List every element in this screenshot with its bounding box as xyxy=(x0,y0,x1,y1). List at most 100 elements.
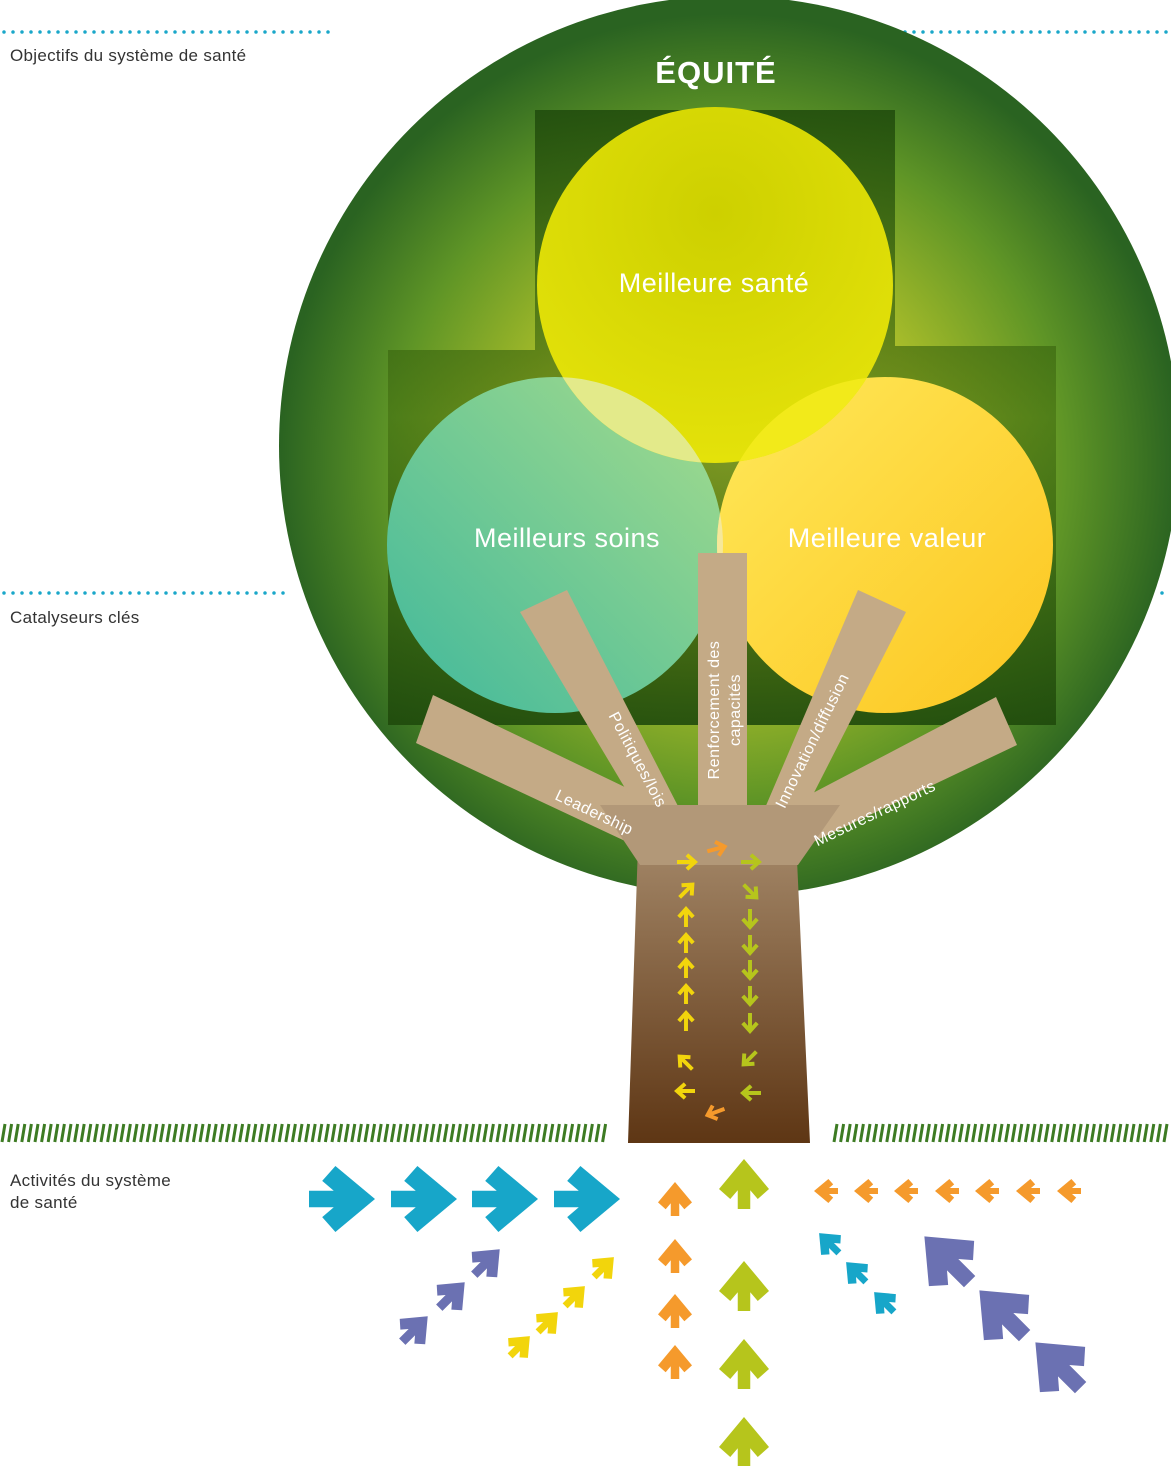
ground-hatch-mark xyxy=(1142,1123,1149,1143)
arrow-icon xyxy=(658,1345,692,1379)
ground-hatch-mark xyxy=(561,1123,568,1143)
ground-hatch-mark xyxy=(172,1123,179,1143)
ground-hatch-mark xyxy=(13,1123,20,1143)
ground-hatch-mark xyxy=(924,1123,931,1143)
tree-trunk xyxy=(628,832,810,1143)
arrow-icon xyxy=(591,1257,614,1280)
ground-hatch-mark xyxy=(449,1123,456,1143)
chevron-arrow-icon xyxy=(677,853,698,871)
branch-leadership xyxy=(416,695,652,848)
ground-hatch-mark xyxy=(112,1123,119,1143)
ground-hatch-mark xyxy=(1089,1123,1096,1143)
ground-hatch-mark xyxy=(568,1123,575,1143)
ground-hatch-mark xyxy=(376,1123,383,1143)
ground-hatch-mark xyxy=(1136,1123,1143,1143)
chevron-arrow-icon xyxy=(677,1010,695,1031)
ground-hatch-mark xyxy=(218,1123,225,1143)
arrow-icon xyxy=(719,1417,769,1466)
arrow-icon xyxy=(562,1286,585,1309)
section-label-goals: Objectifs du système de santé xyxy=(10,46,247,65)
chevron-arrow-icon xyxy=(741,909,759,930)
ground-hatch-right xyxy=(832,1123,1169,1143)
arrow-icon xyxy=(846,1262,869,1285)
activities-label-line1: Activités du système xyxy=(10,1171,171,1190)
ground-hatch-mark xyxy=(436,1123,443,1143)
arrow-icon xyxy=(924,1236,976,1288)
ground-hatch-mark xyxy=(106,1123,113,1143)
ground-hatch-mark xyxy=(257,1123,264,1143)
ground-hatch-mark xyxy=(409,1123,416,1143)
ground-hatch-mark xyxy=(535,1123,542,1143)
ground-hatch-mark xyxy=(231,1123,238,1143)
ground-hatch-mark xyxy=(984,1123,991,1143)
arrow-icon xyxy=(1015,1178,1041,1204)
ground-hatch-mark xyxy=(271,1123,278,1143)
ground-hatch-mark xyxy=(931,1123,938,1143)
branches xyxy=(416,553,1017,850)
arrow-icon xyxy=(813,1178,839,1204)
trunk-joint xyxy=(600,805,840,865)
ground-hatch-mark xyxy=(938,1123,945,1143)
ground-hatch-mark xyxy=(594,1123,601,1143)
arrow-icon xyxy=(658,1182,692,1216)
chevron-arrow-icon xyxy=(741,853,762,871)
ground-hatch-mark xyxy=(125,1123,132,1143)
ground-hatch-mark xyxy=(99,1123,106,1143)
ground-hatch-mark xyxy=(356,1123,363,1143)
ground-hatch-mark xyxy=(66,1123,73,1143)
ground-hatch-mark xyxy=(383,1123,390,1143)
ground-hatch-mark xyxy=(977,1123,984,1143)
ground-hatch-mark xyxy=(79,1123,86,1143)
chevron-arrow-icon xyxy=(741,960,759,981)
ground-hatch-mark xyxy=(885,1123,892,1143)
arrow-icon xyxy=(471,1165,539,1233)
branch-innovation xyxy=(762,590,906,830)
circle-better-health xyxy=(537,107,893,463)
ground-hatch-mark xyxy=(878,1123,885,1143)
ground-hatch-mark xyxy=(323,1123,330,1143)
ground-hatch-mark xyxy=(73,1123,80,1143)
ground-hatch-mark xyxy=(33,1123,40,1143)
chevron-arrow-icon xyxy=(742,883,759,900)
ground-hatch-mark xyxy=(290,1123,297,1143)
equity-title: ÉQUITÉ xyxy=(655,55,776,90)
ground-hatch-mark xyxy=(403,1123,410,1143)
ground-hatch-mark xyxy=(165,1123,172,1143)
arrow-icon xyxy=(934,1178,960,1204)
circle-right-label: Meilleure valeur xyxy=(788,523,987,553)
ground-hatch-mark xyxy=(343,1123,350,1143)
ground-hatch-mark xyxy=(839,1123,846,1143)
ground-hatch-mark xyxy=(86,1123,93,1143)
ground-hatch-mark xyxy=(548,1123,555,1143)
ground-hatch-mark xyxy=(251,1123,258,1143)
ground-hatch-mark xyxy=(119,1123,126,1143)
ground-hatch-mark xyxy=(330,1123,337,1143)
ground-hatch-mark xyxy=(832,1123,839,1143)
ground-hatch-mark xyxy=(350,1123,357,1143)
ground-hatch-mark xyxy=(971,1123,978,1143)
ground-hatch-mark xyxy=(297,1123,304,1143)
ground-hatch-mark xyxy=(944,1123,951,1143)
ground-hatch-mark xyxy=(852,1123,859,1143)
section-label-activities: Activités du système de santé xyxy=(10,1170,250,1214)
chevron-arrow-icon xyxy=(704,1104,726,1121)
ground-hatch-mark xyxy=(601,1123,608,1143)
chevron-arrow-icon xyxy=(740,1084,761,1102)
chevron-arrow-icon xyxy=(706,840,728,857)
ground-hatch-mark xyxy=(462,1123,469,1143)
ground-hatch-mark xyxy=(858,1123,865,1143)
ground-hatch-mark xyxy=(1129,1123,1136,1143)
arrow-icon xyxy=(1035,1342,1087,1394)
ground-hatch-left xyxy=(0,1123,608,1143)
chevron-arrow-icon xyxy=(677,906,695,927)
ground-hatch-mark xyxy=(911,1123,918,1143)
ground-hatch-mark xyxy=(139,1123,146,1143)
chevron-arrow-icon xyxy=(678,882,695,899)
ground-hatch-mark xyxy=(224,1123,231,1143)
ground-hatch-mark xyxy=(191,1123,198,1143)
ground-hatch-mark xyxy=(455,1123,462,1143)
ground-hatch-mark xyxy=(178,1123,185,1143)
ground-hatch-mark xyxy=(469,1123,476,1143)
ground-hatch-mark xyxy=(317,1123,324,1143)
